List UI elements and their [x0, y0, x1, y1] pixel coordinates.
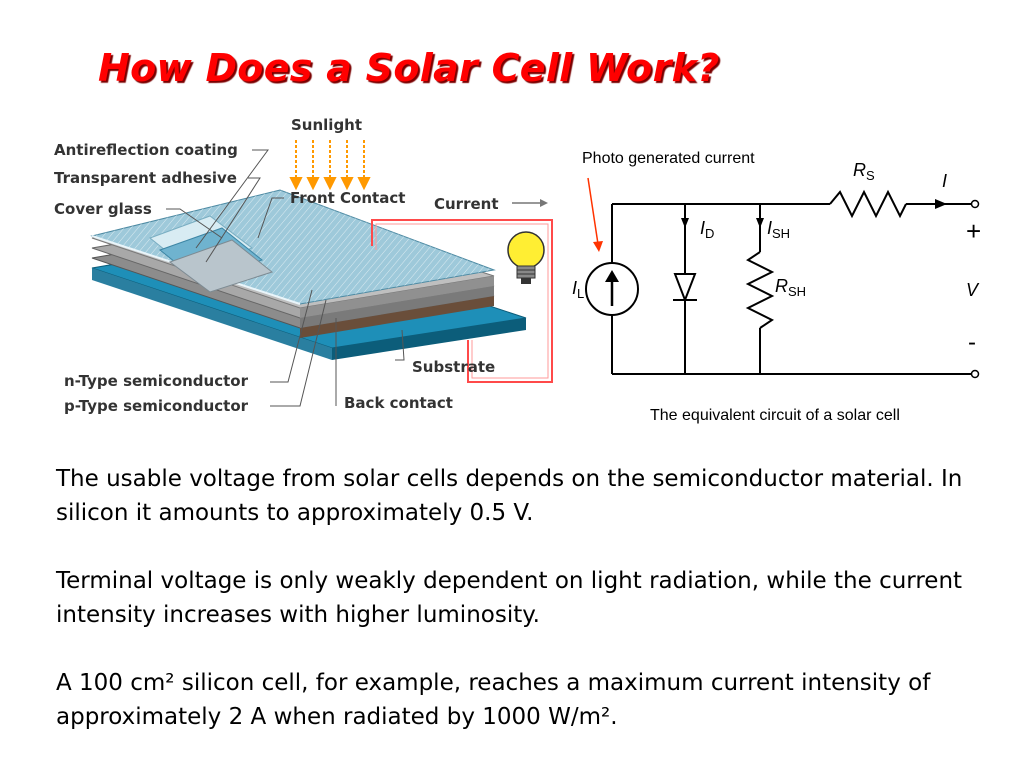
- paragraph-current-example: A 100 cm² silicon cell, for example, rea…: [56, 670, 931, 730]
- paragraph-terminal-voltage: Terminal voltage is only weakly dependen…: [56, 568, 963, 628]
- body-text: The usable voltage from solar cells depe…: [56, 462, 986, 768]
- sunlight-arrows: [289, 140, 371, 191]
- label-substrate: Substrate: [412, 358, 495, 376]
- label-plus: +: [966, 216, 981, 246]
- label-current: Current: [434, 195, 499, 213]
- series-resistor: [829, 189, 907, 219]
- label-transparent-adhesive: Transparent adhesive: [54, 169, 237, 187]
- label-rsh: RSH: [775, 276, 806, 299]
- solar-cell-illustration: Sunlight Antireflection coating Transpar…: [54, 116, 553, 415]
- current-source-icon: [585, 262, 639, 316]
- antireflection-layer: [168, 239, 274, 293]
- circuit-caption: The equivalent circuit of a solar cell: [650, 407, 900, 424]
- label-rs: RS: [853, 160, 875, 183]
- positive-terminal: [970, 199, 980, 209]
- paragraph-voltage: The usable voltage from solar cells depe…: [56, 466, 963, 526]
- label-il: IL: [572, 278, 584, 301]
- label-front-contact: Front Contact: [290, 189, 405, 207]
- label-cover-glass: Cover glass: [54, 200, 152, 218]
- light-bulb-icon: [507, 231, 545, 284]
- label-photo-generated-current: Photo generated current: [582, 150, 755, 167]
- label-id: ID: [700, 218, 714, 241]
- label-p-type: p-Type semiconductor: [64, 397, 249, 415]
- label-back-contact: Back contact: [344, 394, 453, 412]
- label-voltage: V: [966, 280, 980, 300]
- label-n-type: n-Type semiconductor: [64, 372, 249, 390]
- label-output-current: I: [942, 171, 947, 191]
- label-minus: -: [968, 329, 976, 356]
- diode-icon: [673, 273, 697, 303]
- figure-area: Sunlight Antireflection coating Transpar…: [54, 116, 981, 424]
- shunt-resistor: [745, 251, 775, 329]
- label-antireflection-coating: Antireflection coating: [54, 141, 238, 159]
- external-wire: [371, 219, 553, 383]
- negative-terminal: [970, 369, 980, 379]
- label-sunlight: Sunlight: [291, 116, 362, 134]
- slide-title: How Does a Solar Cell Work?: [98, 46, 720, 90]
- label-ish: ISH: [767, 218, 790, 241]
- equivalent-circuit: Photo generated current: [572, 150, 981, 424]
